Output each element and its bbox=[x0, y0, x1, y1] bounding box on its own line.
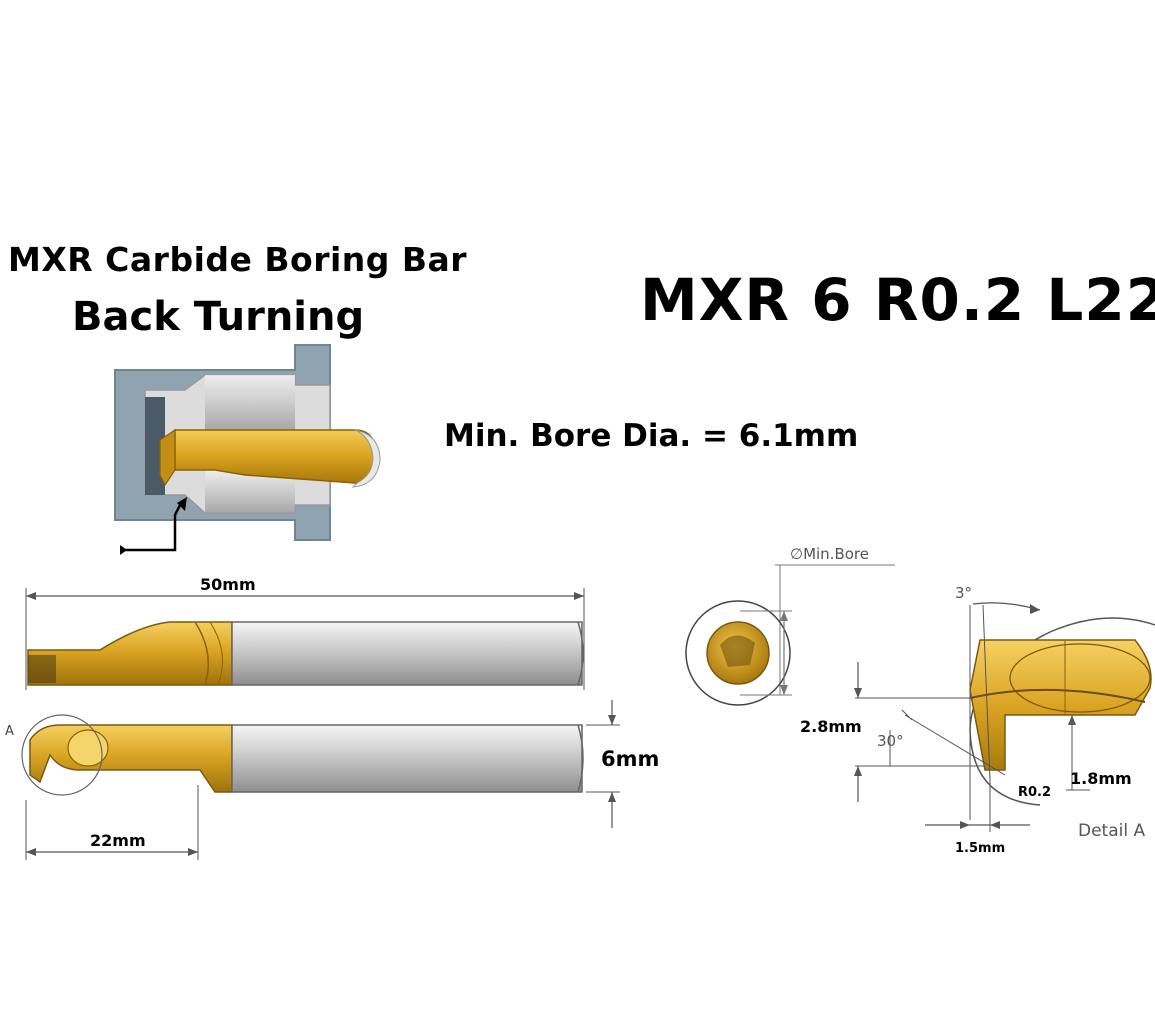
back-turning-illustration bbox=[114, 344, 381, 555]
detail-caption: Detail A bbox=[1078, 821, 1145, 841]
detail-a-drawing: 3° 2.8mm 30° R0.2 1.8mm 1.5mm Detail A bbox=[800, 584, 1155, 856]
total-length-label: 50mm bbox=[200, 575, 256, 594]
part-code: MXR 6 R0.2 L22 bbox=[640, 266, 1155, 334]
tool-tip-detail bbox=[969, 639, 1152, 771]
angle-top-label: 3° bbox=[955, 584, 972, 602]
title-line1: MXR Carbide Boring Bar bbox=[8, 240, 468, 279]
reach-length-label: 22mm bbox=[90, 831, 146, 850]
bore-circle bbox=[685, 600, 791, 706]
detail-marker: A bbox=[5, 724, 14, 739]
title-line2: Back Turning bbox=[72, 294, 365, 340]
radius-label: R0.2 bbox=[1018, 785, 1051, 800]
diameter-label: 6mm bbox=[601, 747, 659, 771]
min-bore-text: Min. Bore Dia. = 6.1mm bbox=[444, 418, 859, 454]
min-bore-label: ∅Min.Bore bbox=[790, 545, 869, 563]
tool-top-view bbox=[27, 621, 584, 686]
width-label: 1.5mm bbox=[955, 841, 1005, 856]
tool-side-view bbox=[21, 714, 584, 796]
angle-side-label: 30° bbox=[877, 732, 904, 750]
side-view-drawing: 50mm A 6mm 2 bbox=[5, 575, 659, 860]
height-label: 2.8mm bbox=[800, 717, 862, 736]
end-view-drawing: ∅Min.Bore bbox=[685, 545, 895, 706]
depth-label: 1.8mm bbox=[1070, 769, 1132, 788]
feed-arrow-icon bbox=[125, 504, 182, 552]
